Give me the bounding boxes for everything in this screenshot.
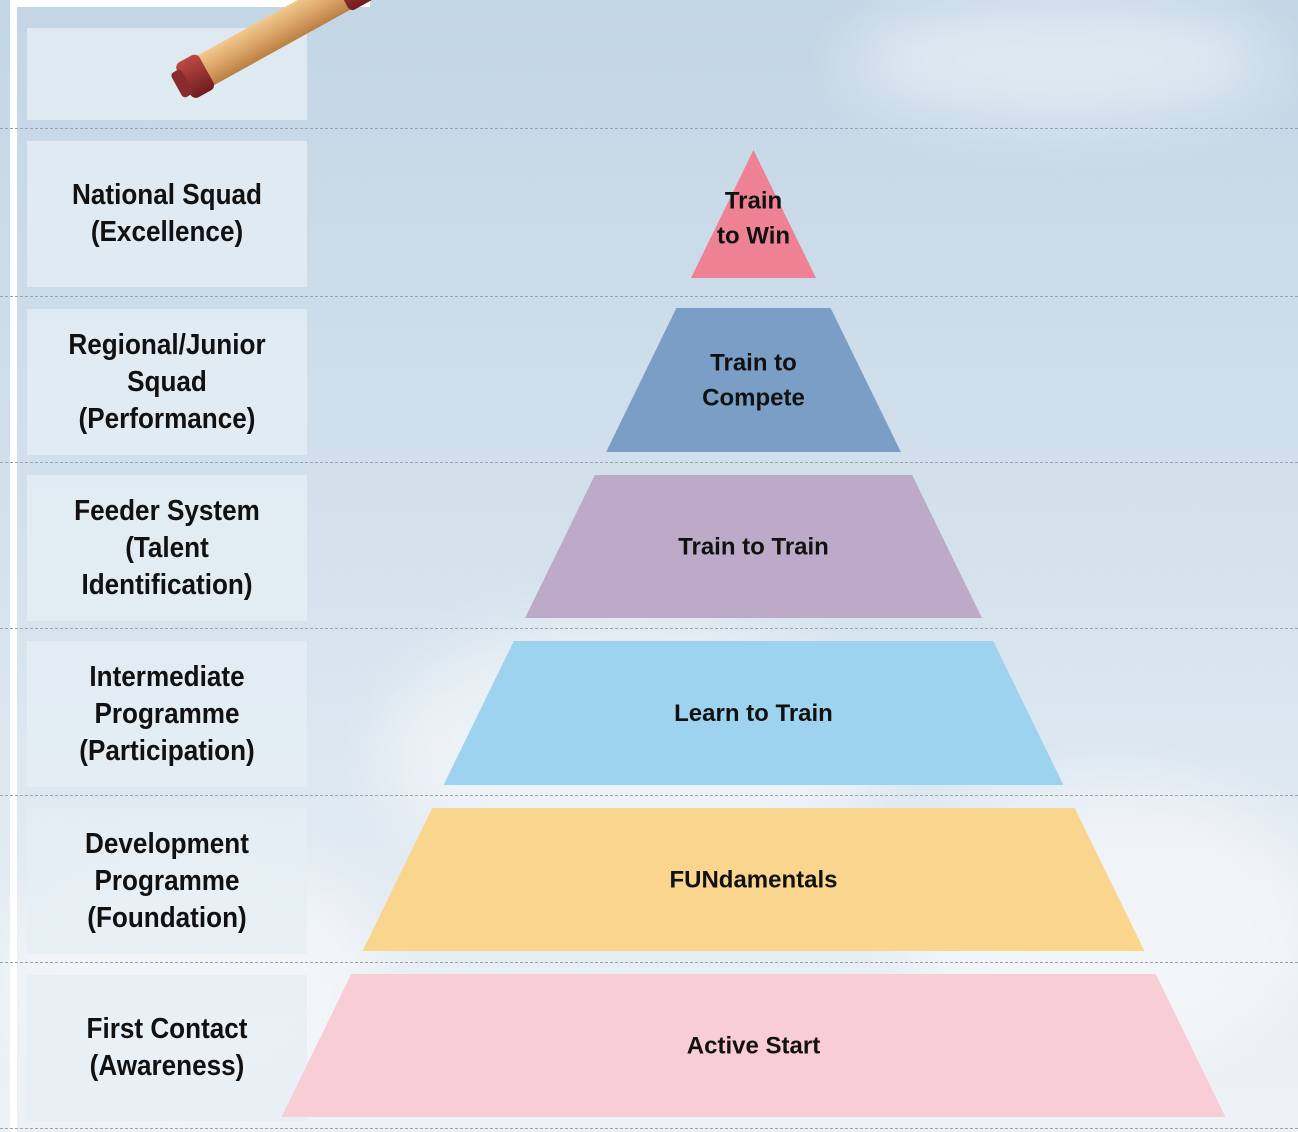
background-cloud	[850, 0, 1270, 120]
pyramid-stage-band	[525, 475, 982, 618]
tier-level-label: Feeder System (Talent Identification)	[74, 494, 260, 601]
tier-label-panel	[27, 475, 307, 621]
tier-divider	[0, 962, 1298, 963]
pyramid-stage-label: to Win	[717, 223, 790, 250]
pyramid-stage-band	[443, 641, 1064, 785]
tier-divider	[0, 128, 1298, 129]
frame-left-border	[10, 0, 17, 1132]
pyramid-stage-band	[606, 308, 901, 452]
tier-level-label: Intermediate Programme (Participation)	[79, 660, 255, 767]
tier-level-label: Development Programme (Foundation)	[85, 827, 249, 934]
tier-label-panel	[27, 975, 307, 1121]
tier-divider	[0, 1128, 1298, 1129]
tier-label-panel	[27, 808, 307, 954]
tier-level-label: National Squad (Excellence)	[72, 179, 262, 248]
pyramid-stage-label: Compete	[702, 385, 805, 412]
pyramid-stage-band	[362, 808, 1145, 951]
pyramid-stage-label: Learn to Train	[674, 700, 833, 727]
pyramid-stage-label: FUNdamentals	[669, 867, 837, 894]
tier-divider	[0, 462, 1298, 463]
pyramid-stage-band	[691, 150, 816, 278]
tier-label-panel	[27, 641, 307, 787]
pyramid-stage-label: Active Start	[687, 1033, 820, 1060]
frame-top-border	[10, 0, 370, 7]
tier-divider	[0, 795, 1298, 796]
pyramid-stage-label: Train to	[710, 350, 797, 377]
tier-label-panel	[27, 309, 307, 455]
tier-level-label: First Contact (Awareness)	[86, 1013, 248, 1082]
tier-level-label: Regional/Junior Squad (Performance)	[68, 328, 266, 435]
pyramid-stage-label: Train to Train	[678, 534, 829, 561]
pyramid-stage-band	[281, 974, 1226, 1117]
pyramid-stage-label: Train	[725, 188, 782, 215]
tier-divider	[0, 296, 1298, 297]
tier-label-panel	[27, 141, 307, 287]
tier-divider	[0, 628, 1298, 629]
cricket-bat-handle-icon	[171, 0, 407, 98]
